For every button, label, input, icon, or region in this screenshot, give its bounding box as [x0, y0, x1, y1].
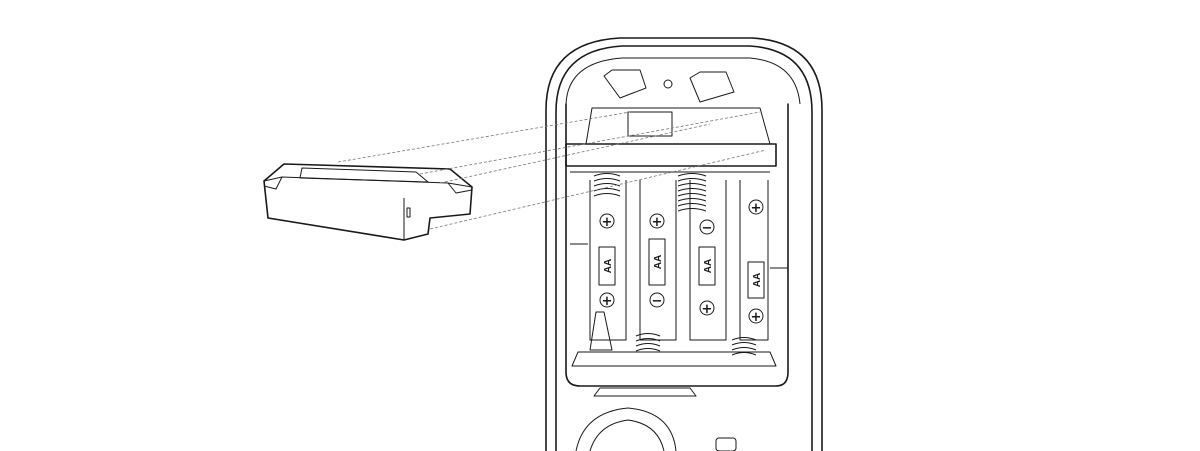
spring-bottom-1 — [635, 333, 661, 352]
battery-slots: + AA + + AA − − AA + + — [589, 180, 769, 341]
battery-label-4: AA — [752, 273, 763, 287]
slot-2-bottom-sign: − — [652, 294, 663, 309]
battery-slot-3: − AA + — [689, 180, 727, 341]
battery-cover — [263, 163, 473, 241]
compartment-bottom — [570, 243, 788, 397]
slot-3-top-sign: − — [702, 221, 713, 236]
lock-housing — [545, 37, 823, 451]
battery-label-2: AA — [653, 255, 664, 269]
slot-1-bottom-sign: + — [602, 294, 613, 309]
battery-slot-1: + AA + — [589, 180, 627, 341]
battery-slot-4: + AA + — [739, 180, 769, 341]
assembly-guide-lines — [337, 111, 767, 230]
slot-3-bottom-sign: + — [702, 302, 713, 317]
battery-springs — [593, 173, 757, 356]
compartment-top-rail — [565, 143, 777, 167]
slot-4-top-sign: + — [751, 201, 762, 216]
spring-top-2 — [677, 173, 707, 212]
spring-top-1 — [593, 173, 621, 197]
spring-bottom-2 — [731, 337, 757, 356]
slot-1-top-sign: + — [602, 215, 613, 230]
battery-slot-2: + AA − — [639, 180, 677, 341]
lower-housing — [575, 407, 737, 451]
slot-4-bottom-sign: + — [751, 310, 762, 325]
slot-2-top-sign: + — [652, 215, 663, 230]
battery-compartment — [565, 69, 789, 387]
battery-label-3: AA — [703, 259, 714, 273]
battery-label-1: AA — [603, 259, 614, 273]
